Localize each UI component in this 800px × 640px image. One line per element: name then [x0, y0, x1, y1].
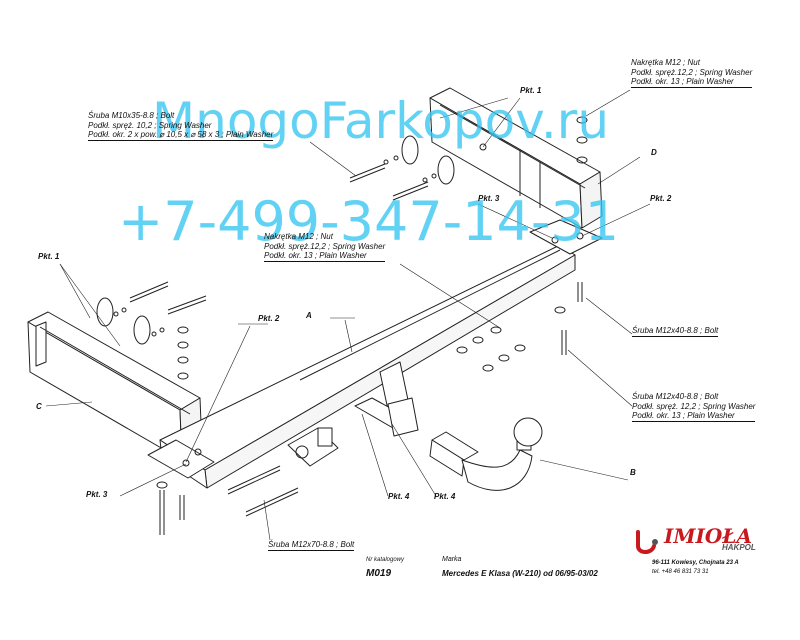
right-frame-rail [429, 87, 603, 229]
part-letter-d: D [651, 148, 657, 157]
label-bolt-group-right: Śruba M12x40-8.8 ; Bolt Podkł. spręż. 12… [632, 392, 756, 422]
label-nut-top-right: Nakrętka M12 ; Nut Podkł. spręż.12,2 ; S… [631, 58, 753, 88]
label-nut-middle: Nakrętka M12 ; Nut Podkł. spręż.12,2 ; S… [264, 232, 386, 262]
company-address: 96-111 Kowiesy, Chojnata 23 A [652, 560, 739, 566]
pkt-2-top: Pkt. 2 [650, 194, 672, 203]
company-sub: HAKPOL [722, 543, 756, 552]
company-logo-text: IMIOŁA [664, 524, 752, 548]
pkt-1-left: Pkt. 1 [38, 252, 60, 261]
nuts-middle [456, 326, 526, 372]
main-crossbar [159, 244, 576, 489]
nuts-right [554, 116, 588, 355]
label-bolt-top-left: Śruba M10x35-8.8 ; Bolt Podkł. spręż. 10… [88, 111, 274, 141]
label-bolt-bottom: Śruba M12x70-8.8 ; Bolt [268, 540, 355, 551]
label-bolt-right: Śruba M12x40-8.8 ; Bolt [632, 326, 719, 337]
catalog-number: M019 [366, 568, 392, 579]
socket-bracket [287, 427, 339, 467]
leader-lines [45, 89, 651, 541]
bolts-left [96, 281, 207, 535]
hakpol-hook-logo [636, 530, 658, 554]
vehicle-model: Mercedes E Klasa (W-210) od 06/95-03/02 [442, 569, 598, 578]
watermark-phone: +7-499-347-14-31 [118, 190, 620, 253]
company-phone: tel. +48 46 831 73 31 [652, 569, 709, 575]
catalog-caption: Nr katalogowy [366, 557, 405, 563]
brand-caption: Marka [442, 556, 462, 563]
pkt-1-top: Pkt. 1 [520, 86, 542, 95]
bolts-bottom [227, 465, 299, 517]
pkt-4-b: Pkt. 4 [434, 492, 456, 501]
left-mount-plate [147, 439, 215, 479]
part-letter-a: A [306, 311, 312, 320]
pkt-3-top: Pkt. 3 [478, 194, 500, 203]
part-letter-c: C [36, 402, 42, 411]
right-mount-plate [529, 219, 603, 255]
pkt-4-a: Pkt. 4 [388, 492, 410, 501]
part-letter-b: B [630, 468, 636, 477]
tow-ball [429, 417, 543, 491]
pkt-3-bottom: Pkt. 3 [86, 490, 108, 499]
pkt-2-middle: Pkt. 2 [258, 314, 280, 323]
